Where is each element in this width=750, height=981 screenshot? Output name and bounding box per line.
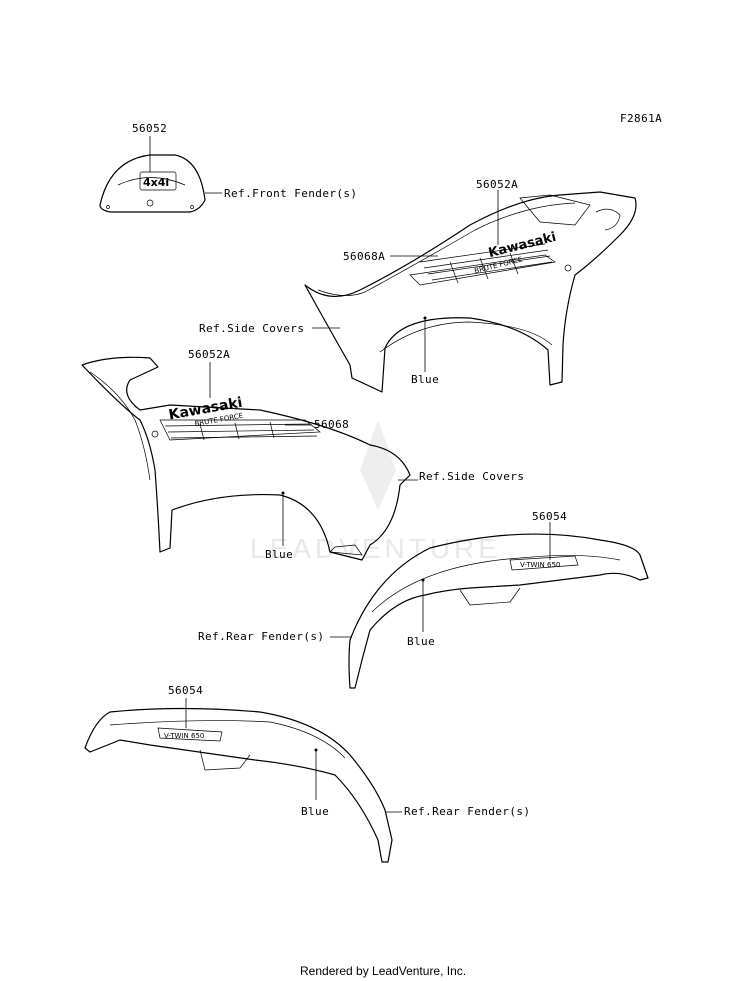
rear-right-color: Blue [407, 635, 435, 648]
left-cover-color: Blue [265, 548, 293, 561]
front-fender-ref: Ref.Front Fender(s) [224, 187, 357, 200]
front-fender-decal: 4x4i [99, 136, 222, 213]
right-side-cover: Kawasaki BRUTE FORCE [304, 190, 637, 393]
right-cover-stripes [419, 243, 553, 284]
left-cover-decal-part-no: 56052A [188, 348, 230, 361]
4x4i-decal-text: 4x4i [143, 176, 169, 189]
footer-credit: Rendered by LeadVenture, Inc. [300, 964, 466, 978]
right-cover-stripe-part-no: 56068A [343, 250, 385, 263]
left-side-cover-ref: Ref.Side Covers [419, 470, 524, 483]
watermark: LEADVENTURE [250, 420, 501, 564]
rear-right-decal-part-no: 56054 [532, 510, 567, 523]
rear-left-color: Blue [301, 805, 329, 818]
rear-fender-right: V-TWIN 650 [330, 522, 649, 689]
right-cover-decal-part-no: 56052A [476, 178, 518, 191]
watermark-text: LEADVENTURE [250, 533, 501, 564]
left-cover-stripe-part-no: 56068 [314, 418, 349, 431]
front-decal-part-no: 56052 [132, 122, 167, 135]
right-cover-color: Blue [411, 373, 439, 386]
right-v-twin-decal: V-TWIN 650 [520, 561, 560, 569]
rear-right-fender-ref: Ref.Rear Fender(s) [198, 630, 324, 643]
rear-left-fender-ref: Ref.Rear Fender(s) [404, 805, 530, 818]
figure-id: F2861A [620, 112, 662, 125]
left-v-twin-decal: V-TWIN 650 [164, 732, 204, 740]
right-side-cover-ref: Ref.Side Covers [199, 322, 304, 335]
rear-fender-left: V-TWIN 650 [84, 698, 402, 863]
left-cover-stripes [164, 421, 318, 441]
rear-left-decal-part-no: 56054 [168, 684, 203, 697]
